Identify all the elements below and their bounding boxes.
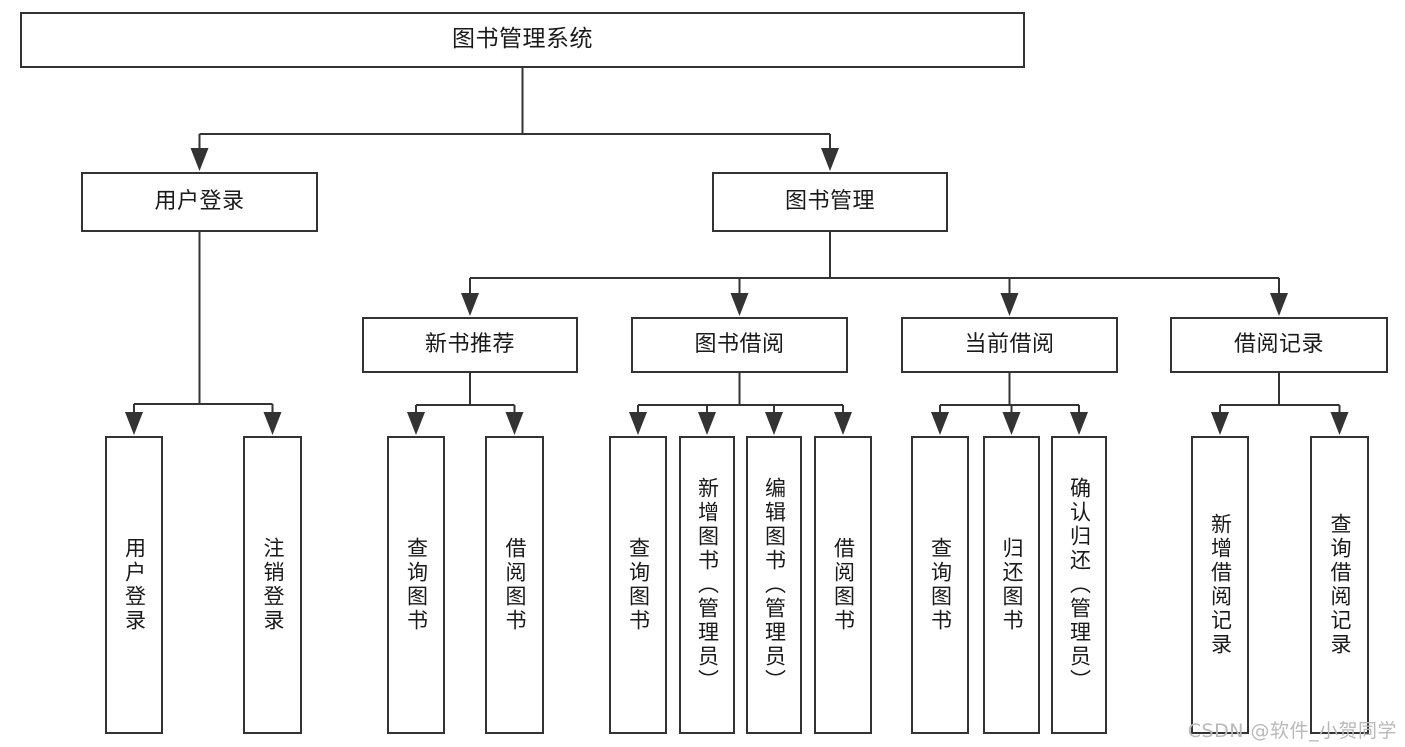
arrow-head-leaf_add_rec bbox=[1211, 412, 1229, 435]
node-current_borrow[interactable]: 当前借阅 bbox=[901, 317, 1118, 373]
node-label: 查询借阅记录 bbox=[1328, 513, 1352, 657]
node-label: 借阅图书 bbox=[831, 537, 856, 633]
arrow-head-leaf_query_1 bbox=[407, 412, 425, 435]
node-label: 注销登录 bbox=[261, 537, 285, 633]
node-leaf_add_rec[interactable]: 新增借阅记录 bbox=[1191, 436, 1249, 734]
arrow-head-leaf_user_login bbox=[125, 412, 143, 435]
arrow-head-borrow_record bbox=[1270, 293, 1288, 316]
node-book_mgmt[interactable]: 图书管理 bbox=[712, 172, 948, 232]
node-label: 编辑图书（管理员） bbox=[762, 477, 787, 693]
arrow-head-leaf_add_book bbox=[698, 412, 716, 435]
node-label: 确认归还（管理员） bbox=[1067, 477, 1092, 693]
node-label: 用户登录 bbox=[154, 189, 245, 215]
node-leaf_query_rec[interactable]: 查询借阅记录 bbox=[1310, 436, 1369, 734]
arrow-head-leaf_query_3 bbox=[931, 412, 949, 435]
node-label: 查询图书 bbox=[928, 537, 953, 633]
node-root[interactable]: 图书管理系统 bbox=[20, 12, 1025, 68]
node-leaf_borrow_2[interactable]: 借阅图书 bbox=[814, 436, 872, 734]
node-label: 查询图书 bbox=[404, 537, 429, 633]
node-label: 归还图书 bbox=[1000, 537, 1024, 633]
node-leaf_edit_book[interactable]: 编辑图书（管理员） bbox=[746, 436, 802, 734]
node-label: 新书推荐 bbox=[424, 332, 515, 358]
node-leaf_borrow_1[interactable]: 借阅图书 bbox=[485, 436, 544, 734]
node-leaf_user_login[interactable]: 用户登录 bbox=[105, 436, 163, 734]
node-label: 当前借阅 bbox=[964, 332, 1055, 358]
node-label: 图书管理 bbox=[784, 189, 875, 215]
arrow-head-leaf_logout bbox=[263, 412, 282, 435]
node-label: 图书管理系统 bbox=[452, 26, 593, 53]
node-label: 图书借阅 bbox=[694, 332, 785, 358]
node-new_book_rec[interactable]: 新书推荐 bbox=[362, 317, 578, 373]
node-label: 用户登录 bbox=[122, 537, 147, 633]
node-label: 新增借阅记录 bbox=[1208, 513, 1233, 657]
arrow-head-leaf_query_2 bbox=[629, 412, 647, 435]
arrow-head-current_borrow bbox=[1000, 293, 1019, 316]
node-book_borrow[interactable]: 图书借阅 bbox=[631, 317, 848, 373]
node-leaf_query_2[interactable]: 查询图书 bbox=[609, 436, 667, 734]
node-leaf_add_book[interactable]: 新增图书（管理员） bbox=[679, 436, 735, 734]
arrow-head-new_book_rec bbox=[461, 293, 479, 316]
node-borrow_record[interactable]: 借阅记录 bbox=[1170, 317, 1388, 373]
node-label: 查询图书 bbox=[626, 537, 651, 633]
arrow-head-book_mgmt bbox=[821, 148, 839, 171]
node-leaf_confirm[interactable]: 确认归还（管理员） bbox=[1051, 436, 1107, 734]
watermark-text: CSDN @软件_小贺同学 bbox=[1187, 720, 1397, 742]
arrow-head-leaf_confirm bbox=[1070, 412, 1088, 435]
node-label: 新增图书（管理员） bbox=[695, 477, 720, 693]
arrow-head-book_borrow bbox=[730, 293, 749, 316]
arrow-head-leaf_query_rec bbox=[1330, 412, 1349, 435]
arrow-head-leaf_borrow_1 bbox=[505, 412, 524, 435]
arrow-head-leaf_edit_book bbox=[765, 412, 783, 435]
node-leaf_query_1[interactable]: 查询图书 bbox=[387, 436, 445, 734]
node-leaf_logout[interactable]: 注销登录 bbox=[243, 436, 302, 734]
arrow-head-user_login bbox=[190, 148, 209, 171]
arrow-head-leaf_borrow_2 bbox=[834, 412, 852, 435]
node-label: 借阅记录 bbox=[1233, 332, 1324, 358]
node-label: 借阅图书 bbox=[503, 537, 527, 633]
node-user_login[interactable]: 用户登录 bbox=[81, 172, 318, 232]
node-leaf_query_3[interactable]: 查询图书 bbox=[911, 436, 969, 734]
arrow-head-leaf_return bbox=[1002, 412, 1021, 435]
node-leaf_return[interactable]: 归还图书 bbox=[983, 436, 1040, 734]
